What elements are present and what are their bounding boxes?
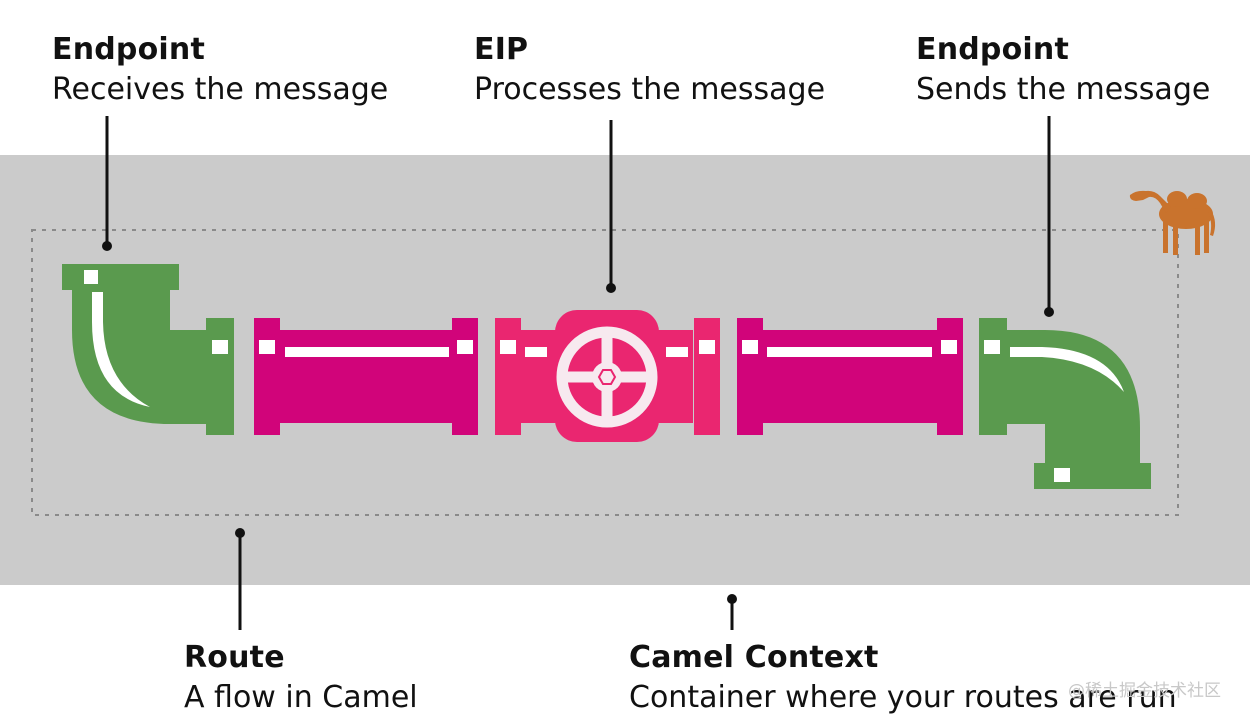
pipe-segment-left [254,318,478,435]
label-camel-context: Camel Context Container where your route… [629,638,1177,718]
route-boundary [31,229,1179,516]
elbow-pipe-icon [979,318,1151,489]
callout-route [235,528,245,630]
elbow-pipe-icon [62,264,234,435]
label-endpoint-send: Endpoint Sends the message [916,30,1210,110]
watermark-text: @稀土掘金技术社区 [1068,681,1221,701]
label-title: EIP [474,32,529,67]
camel-icon [1129,190,1216,255]
label-title: Endpoint [916,32,1069,67]
pipe-segment-right [737,318,963,435]
label-description: Receives the message [52,72,389,107]
callout-camel-context [727,594,737,630]
label-description: Container where your routes are run [629,680,1177,715]
label-route: Route A flow in Camel [184,638,418,718]
callout-endpoint-in [102,116,112,251]
label-description: A flow in Camel [184,680,418,715]
label-description: Sends the message [916,72,1211,107]
label-eip: EIP Processes the message [474,30,825,110]
callout-eip [606,120,616,293]
label-endpoint-receive: Endpoint Receives the message [52,30,388,110]
callout-endpoint-out [1044,116,1054,317]
valve-wheel-icon [495,310,720,442]
label-title: Route [184,640,285,675]
label-description: Processes the message [474,72,826,107]
label-title: Endpoint [52,32,205,67]
label-title: Camel Context [629,640,879,675]
